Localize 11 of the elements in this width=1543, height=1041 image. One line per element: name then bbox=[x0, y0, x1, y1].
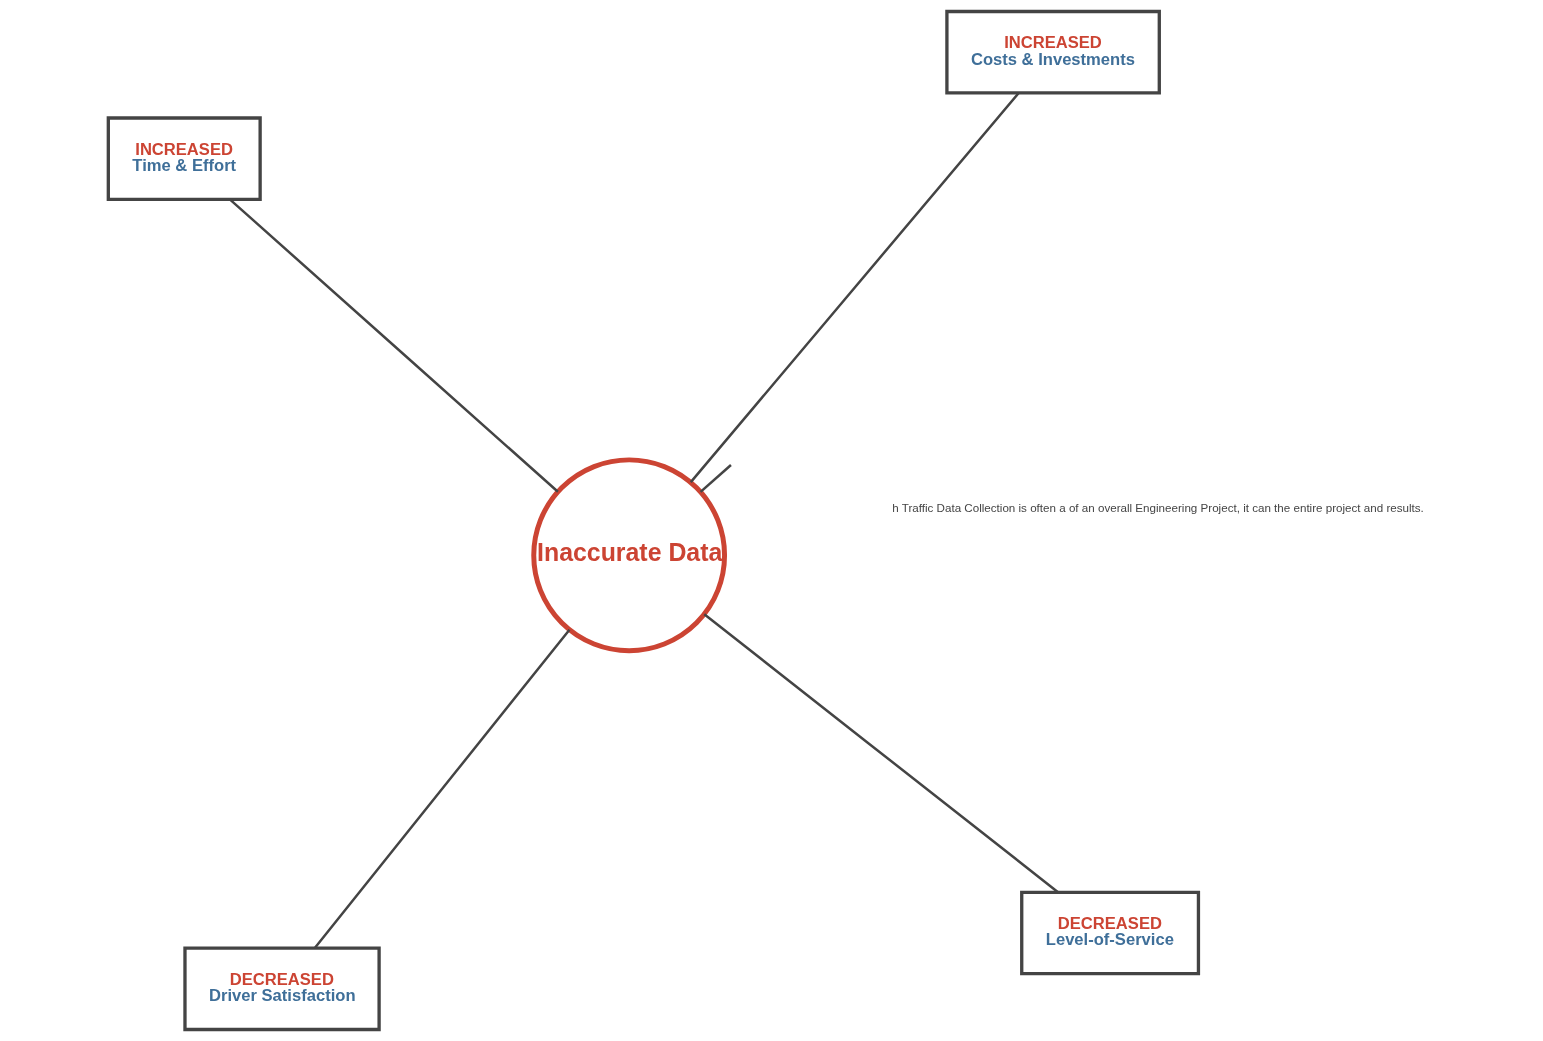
node-box: DECREASED Driver Satisfaction bbox=[182, 946, 381, 1032]
node-circle: Inaccurate Data bbox=[530, 457, 727, 654]
node-box: INCREASED Costs & Investments bbox=[944, 9, 1161, 95]
connector bbox=[703, 613, 1059, 894]
connector bbox=[313, 629, 570, 949]
connector bbox=[228, 198, 559, 493]
node-box: DECREASED Level-of-Service bbox=[1019, 890, 1200, 976]
label: h Traffic Data Collection is often a of an overall Engineering Project, it can the entire project and results. bbox=[891, 500, 1424, 514]
node-box: INCREASED Time & Effort bbox=[106, 116, 262, 201]
connector bbox=[689, 92, 1020, 483]
connector bbox=[699, 464, 732, 493]
